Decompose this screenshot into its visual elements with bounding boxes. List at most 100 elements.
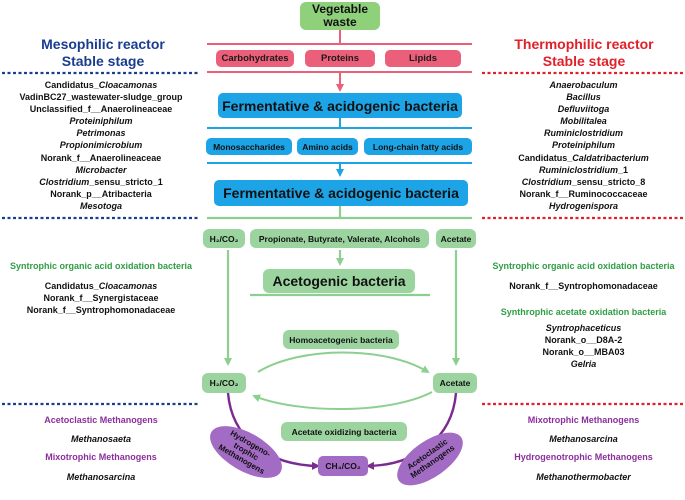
organism-name-text: Norank_f__Ruminococcaceae	[519, 188, 648, 199]
organism-item: Mesotoga	[2, 200, 200, 212]
acetate-label: Acetate	[439, 378, 471, 388]
methane-product-box: CH₄/CO₂	[318, 456, 368, 476]
acetate-oxidizing-box: Acetate oxidizing bacteria	[281, 422, 407, 441]
organism-item: Candidatus_Caldatribacterium	[484, 152, 683, 164]
organism-name-text: Norank_o__MBA03	[542, 347, 625, 358]
organism-name-text: Candidatus_	[44, 281, 99, 291]
acetoclastic-ellipse	[397, 432, 463, 486]
substrate-proteins: Proteins	[305, 50, 375, 67]
substrate-label: Lipids	[409, 53, 437, 64]
substrate-label: Proteins	[320, 53, 359, 64]
organism-item: Candidatus_Cloacamonas	[2, 280, 200, 292]
right-dashed-separators	[482, 71, 683, 406]
organism-item: VadinBC27_wastewater-sludge_group	[2, 91, 200, 103]
organism-name-text: Norank_f__Syntrophomonadaceae	[509, 281, 658, 291]
hydrolysis-lines	[207, 30, 472, 92]
organism-name-italic: Petrimonas	[76, 128, 126, 139]
organism-name-text: _sensu_stricto_8	[571, 176, 646, 187]
intermediate-label: Monosaccharides	[213, 141, 285, 152]
organism-name-text: VadinBC27_wastewater-sludge_group	[19, 92, 183, 103]
h2co2-box-lower: H₂/CO₂	[202, 373, 246, 393]
organism-name-text: Unclassified_f__Anaerolineaceae	[29, 104, 173, 115]
organism-item: Norank_f__Syntrophomonadaceae	[484, 280, 683, 292]
organism-item: Norank_f__Syntrophomonadaceae	[2, 304, 200, 316]
organism-name-italic: Cloacamonas	[98, 281, 158, 291]
thermo-hydrogenotrophic-heading: Hydrogenotrophic Methanogens	[514, 452, 653, 462]
organism-item: Proteiniphilum	[2, 115, 200, 127]
substrate-lipids: Lipids	[385, 50, 461, 67]
thermo-acetate-oxidation-heading: Synthrophic acetate oxidation bacteria	[500, 307, 667, 317]
fermentative-label: Fermentative & acidogenic bacteria	[223, 185, 459, 201]
organism-name-italic: Proteiniphilum	[69, 116, 133, 127]
organism-item: Anaerobaculum	[484, 79, 683, 91]
organism-name-italic: Ruminiclostridium	[543, 128, 623, 139]
organism-item: Norank_f__Anaerolineaceae	[2, 152, 200, 164]
hydrogenotrophic-ellipse	[210, 426, 282, 478]
organism-name-italic: Ruminiclostridium	[538, 164, 618, 175]
substrate-carbohydrates: Carbohydrates	[216, 50, 294, 67]
thermophilic-header-line1: Thermophilic reactor	[514, 36, 654, 52]
organism-name-italic: Syntrophaceticus	[545, 323, 622, 333]
organism-name-italic: Gelria	[570, 359, 597, 370]
organism-item: Petrimonas	[2, 127, 200, 139]
vegetable-waste-box: Vegetable waste	[300, 2, 380, 30]
organism-name-italic: Mesotoga	[79, 200, 122, 211]
organism-item: Norank_p__Atribacteria	[2, 188, 200, 200]
left-dashed-separators	[2, 71, 200, 406]
mesophilic-header: Mesophilic reactor Stable stage	[8, 36, 198, 70]
organism-item: Norank_o__MBA03	[484, 346, 683, 358]
organism-name-italic: Microbacter	[75, 164, 127, 175]
organism-name-italic: Proteiniphilum	[552, 140, 615, 151]
organism-item: Ruminiclostridium_1	[484, 164, 683, 176]
organism-name-text: Norank_p__Atribacteria	[50, 188, 152, 199]
organism-name-italic: Clostridium	[39, 176, 90, 187]
vegetable-waste-label: Vegetable waste	[311, 2, 369, 29]
meso-mixotrophic-heading: Mixotrophic Methanogens	[45, 452, 157, 462]
organism-name-italic: Hydrogenispora	[548, 200, 618, 211]
organism-item: Syntrophaceticus	[484, 322, 683, 334]
thermophilic-header: Thermophilic reactor Stable stage	[488, 36, 680, 70]
thermo-mixotrophic-heading: Mixotrophic Methanogens	[527, 415, 640, 425]
intermediate-label: Long-chain fatty acids	[372, 141, 464, 152]
acetogenic-bacteria-box: Acetogenic bacteria	[263, 269, 415, 293]
fermentation-lines	[207, 118, 472, 177]
vfa-label: Propionate, Butyrate, Valerate, Alcohols	[258, 233, 421, 244]
h2co2-label: H₂/CO₂	[209, 233, 239, 244]
fermentative-bacteria-box-1: Fermentative & acidogenic bacteria	[218, 93, 462, 118]
organism-item: Proteiniphilum	[484, 139, 683, 151]
organism-item: Defluviitoga	[484, 103, 683, 115]
organism-name-text: _sensu_stricto_1	[89, 176, 163, 187]
thermo-syntrophic-list: Norank_f__Syntrophomonadaceae	[484, 280, 683, 292]
organism-name-text: Norank_f__Synergistaceae	[43, 293, 159, 304]
h2co2-label: H₂/CO₂	[209, 378, 239, 388]
organism-item: Norank_o__D8A-2	[484, 334, 683, 346]
substrate-label: Carbohydrates	[221, 53, 289, 64]
organism-item: Ruminiclostridium	[484, 127, 683, 139]
organism-name-italic: Anaerobaculum	[549, 80, 618, 90]
acetate-box-upper: Acetate	[436, 229, 476, 248]
homoacetogenic-box: Homoacetogenic bacteria	[283, 330, 399, 349]
meso-mixotrophic-item: Methanosarcina	[66, 472, 136, 482]
organism-name-text: Candidatus_	[44, 80, 99, 90]
meso-syntrophic-heading: Syntrophic organic acid oxidation bacter…	[9, 261, 193, 271]
organism-item: Microbacter	[2, 164, 200, 176]
organism-name-text: Norank_f__Syntrophomonadaceae	[26, 305, 176, 316]
organism-item: Norank_f__Synergistaceae	[2, 292, 200, 304]
homoacetogenic-label: Homoacetogenic bacteria	[289, 334, 393, 345]
intermediate-monosaccharides: Monosaccharides	[206, 138, 292, 155]
fermentative-label: Fermentative & acidogenic bacteria	[222, 97, 458, 114]
organism-name-text: Norank_f__Anaerolineaceae	[40, 152, 162, 163]
acetate-oxidizing-label: Acetate oxidizing bacteria	[291, 426, 397, 437]
acetate-oxidation-arc	[252, 391, 433, 410]
intermediate-lcfa: Long-chain fatty acids	[364, 138, 472, 155]
intermediate-label: Amino acids	[302, 141, 353, 152]
meso-acetoclastic-item: Methanosaeta	[70, 434, 132, 444]
methane-label: CH₄/CO₂	[325, 461, 361, 471]
organism-item: Candidatus_Cloacamonas	[2, 79, 200, 91]
